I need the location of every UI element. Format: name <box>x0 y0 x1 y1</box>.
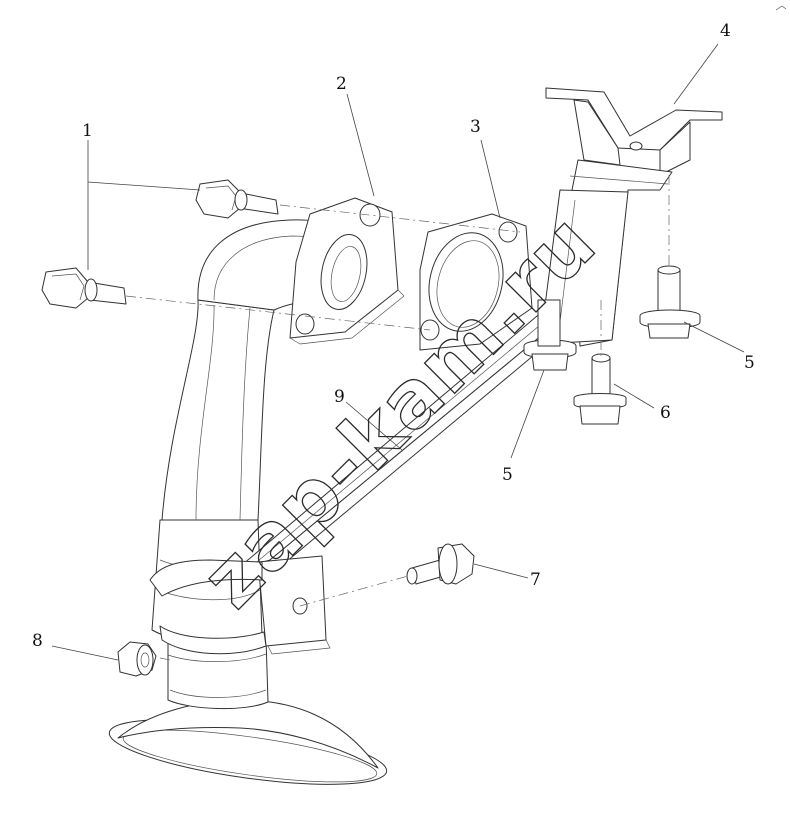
gasket-bolt-hole-upper <box>498 221 518 243</box>
bolt-part-5-right <box>639 265 701 339</box>
callout-7: 7 <box>530 570 541 590</box>
bolt-part-1-upper <box>195 179 279 219</box>
gasket-part-3 <box>419 213 533 351</box>
mounting-bracket-part-4 <box>539 87 723 347</box>
nut-part-8 <box>117 641 157 677</box>
bolt-part-7 <box>406 543 475 585</box>
pipe-flange-part-2 <box>289 197 405 345</box>
leader-lines <box>51 43 745 661</box>
callout-9: 9 <box>334 387 345 407</box>
callout-4: 4 <box>720 21 731 41</box>
bolt-part-1-lower <box>41 267 127 309</box>
support-bracket-part-9 <box>149 291 601 655</box>
callout-3: 3 <box>470 117 481 137</box>
assembly-center-lines <box>125 175 670 661</box>
callout-5-left: 5 <box>502 465 513 485</box>
callout-6: 6 <box>660 403 671 423</box>
callout-labels: 1 2 3 4 5 5 6 7 8 9 <box>32 21 755 651</box>
bolt-part-5-left <box>523 299 577 371</box>
callout-5-right: 5 <box>744 353 755 373</box>
corner-mark-icon <box>775 5 787 11</box>
flange-bolt-hole-lower <box>295 313 315 335</box>
callout-1: 1 <box>82 121 93 141</box>
callout-2: 2 <box>336 74 347 94</box>
callout-8: 8 <box>32 631 43 651</box>
flange-bolt-hole-upper <box>359 203 381 227</box>
bolt-part-6 <box>573 353 627 425</box>
